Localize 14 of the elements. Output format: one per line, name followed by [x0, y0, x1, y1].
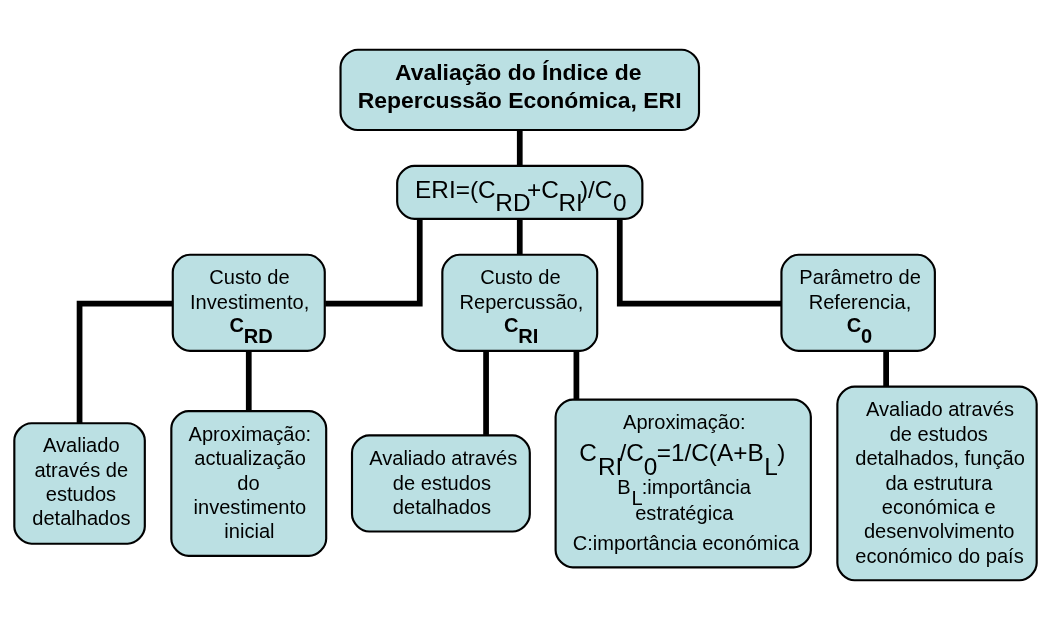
connector — [573, 351, 580, 400]
connector — [245, 351, 252, 411]
node-box: Avaliação do Índice de Repercussão Económica, ERI — [339, 48, 701, 132]
connector — [76, 300, 173, 424]
node-box: Aproximação: actualização do investimento inicial — [170, 410, 328, 557]
node-box: Avaliado através de estudos detalhados — [350, 434, 531, 533]
node-box: Avaliado através de estudos detalhados, função da estrutura económica e desenvolvimento económico do país — [836, 385, 1038, 582]
connector — [516, 219, 523, 255]
node-box: Avaliado através de estudos detalhados — [13, 422, 146, 545]
connector — [516, 130, 523, 166]
connector — [325, 219, 423, 307]
connector — [883, 351, 889, 387]
connector — [616, 219, 782, 307]
connector — [483, 351, 489, 435]
